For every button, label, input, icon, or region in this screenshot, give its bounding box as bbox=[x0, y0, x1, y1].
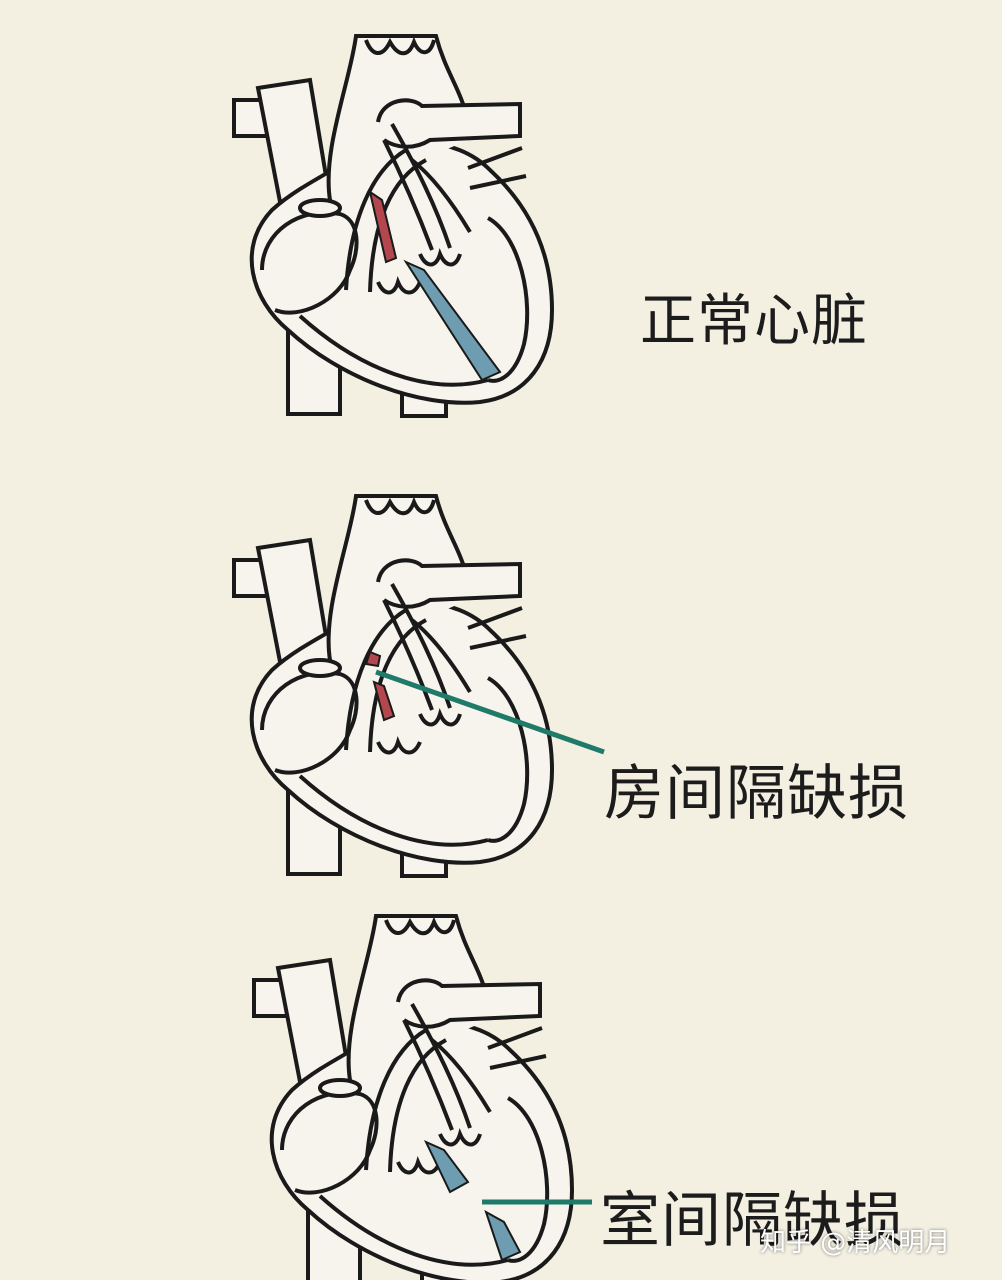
label-ventricular-septal-defect: 室间隔缺损 bbox=[600, 1186, 905, 1256]
watermark: 知乎 @清风明月 bbox=[760, 1228, 951, 1258]
atrial-septum-intact bbox=[368, 189, 398, 264]
label-atrial-septal-defect: 房间隔缺损 bbox=[604, 759, 909, 829]
normal-heart-illustration bbox=[232, 34, 554, 418]
ventricular-septal-defect-illustration bbox=[252, 914, 592, 1280]
ventricular-septum-upper bbox=[423, 1139, 470, 1194]
ventricular-septum-intact bbox=[403, 259, 502, 382]
atrial-septum-lower bbox=[372, 680, 396, 722]
atrial-septum-upper bbox=[364, 650, 382, 668]
ventricular-septum-lower bbox=[484, 1209, 522, 1262]
asd-pointer-line bbox=[375, 669, 605, 755]
atrial-septal-defect-illustration bbox=[232, 494, 605, 878]
label-normal-heart: 正常心脏 bbox=[640, 289, 868, 354]
